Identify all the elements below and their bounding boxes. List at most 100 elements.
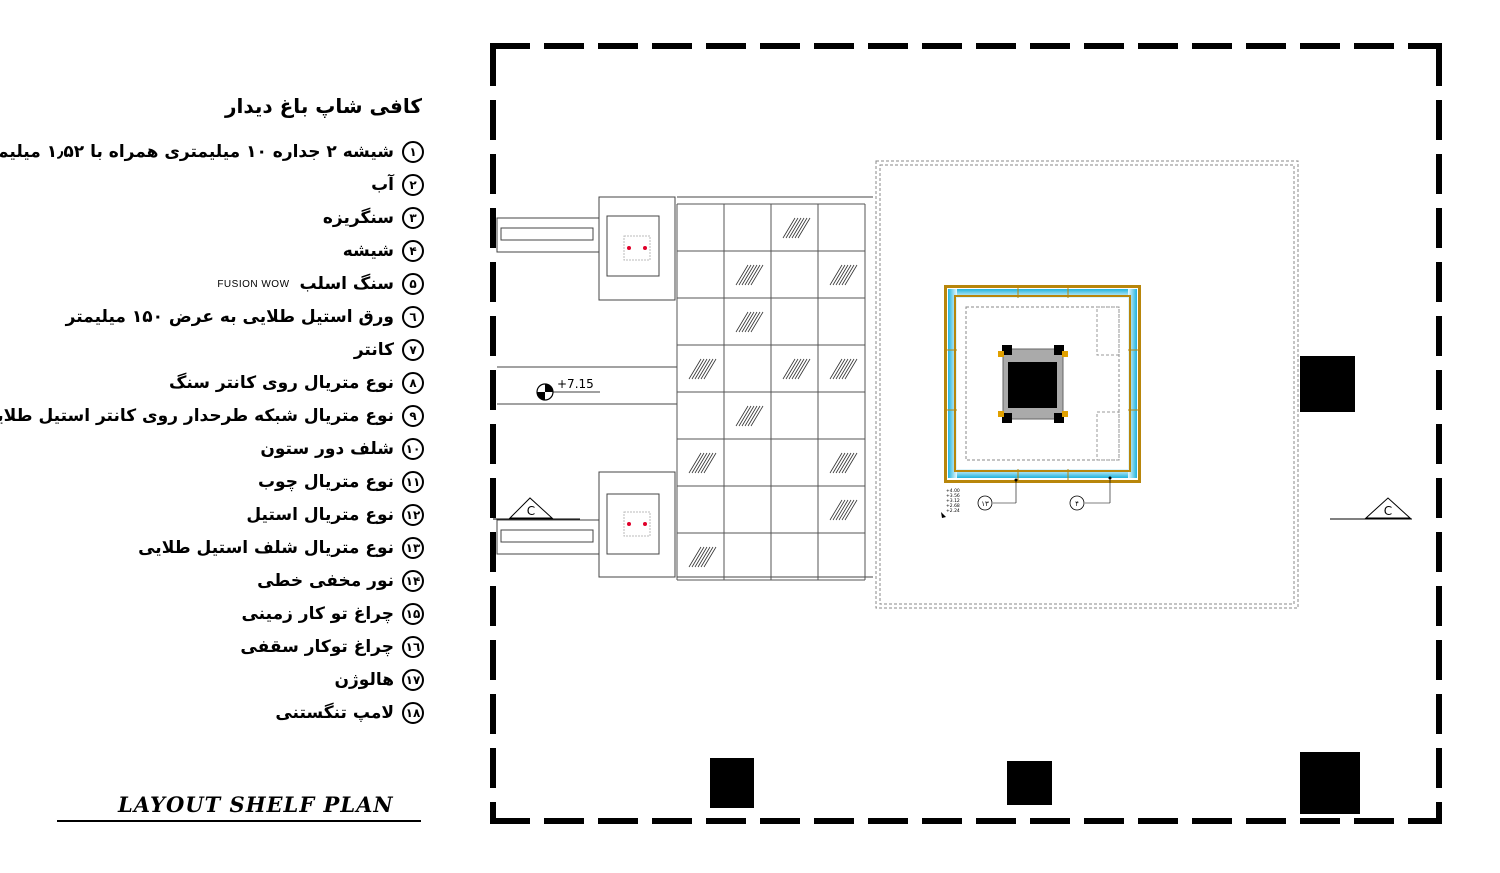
legend-item: ١٣ نوع متریال شلف استیل طلایی bbox=[138, 535, 424, 561]
tag-13: ١٣ bbox=[977, 480, 1017, 511]
legend-item: ٧ کانتر bbox=[354, 337, 424, 363]
speaker-bottom bbox=[623, 511, 651, 537]
tile-hatch bbox=[782, 217, 811, 239]
legend-item: ١۴ نور مخفی خطی bbox=[257, 568, 424, 594]
column-bottom-left bbox=[710, 758, 754, 808]
legend-number-badge: ١٧ bbox=[402, 669, 424, 691]
legend-item: ١٠ شلف دور ستون bbox=[260, 436, 424, 462]
column-bottom-right bbox=[1300, 752, 1360, 814]
tile-hatch bbox=[735, 264, 764, 286]
legend-item-text: سنگ اسلب bbox=[299, 274, 394, 294]
legend-item-text: سنگریزه bbox=[322, 208, 394, 228]
legend-number-badge: ١١ bbox=[402, 471, 424, 493]
legend-title: کافی شاپ باغ دیدار bbox=[224, 94, 422, 118]
legend-item: ٦ ورق استیل طلایی به عرض ۱۵۰ میلیمتر bbox=[66, 304, 424, 330]
legend-item: ١٢ نوع متریال استیل bbox=[246, 502, 424, 528]
counter-arm-bottom bbox=[496, 471, 676, 578]
corridor-lines bbox=[497, 196, 873, 578]
legend-item: ١٦ چراغ توکار سقفی bbox=[240, 634, 424, 660]
legend-number-badge: ۴ bbox=[402, 240, 424, 262]
legend-item-text: نوع متریال شبکه طرحدار روی کانتر استیل ط… bbox=[0, 406, 394, 426]
tile-grid bbox=[676, 203, 866, 581]
legend-item-text: نوع متریال چوب bbox=[257, 472, 394, 492]
legend-number-badge: ١٣ bbox=[402, 537, 424, 559]
elevation-marker: +7.15 bbox=[536, 377, 600, 401]
legend-item: ۴ شیشه bbox=[343, 238, 424, 264]
level-note: +2.68 bbox=[946, 503, 960, 509]
section-label-left: C bbox=[527, 504, 535, 518]
legend-item-text: نوع متریال روی کانتر سنگ bbox=[168, 373, 394, 393]
tile-hatch bbox=[782, 358, 811, 380]
tag-13-label: ١٣ bbox=[981, 500, 989, 508]
legend-number-badge: ۵ bbox=[402, 273, 424, 295]
level-note: +4.00 bbox=[946, 488, 960, 494]
legend-item: ٢ آب bbox=[371, 172, 424, 198]
legend-item-text: شیشه ۲ جداره ۱۰ میلیمتری همراه با ۱٫۵۲ م… bbox=[0, 142, 394, 162]
legend-item-text: ورق استیل طلایی به عرض ۱۵۰ میلیمتر bbox=[65, 307, 394, 327]
plan-title: LAYOUT SHELF PLAN bbox=[118, 792, 394, 817]
legend-item-text: نور مخفی خطی bbox=[257, 571, 394, 591]
level-arrow bbox=[941, 512, 946, 518]
legend-number-badge: ١ bbox=[402, 141, 424, 163]
tag-4-label: ۴ bbox=[1075, 500, 1079, 508]
level-note: +3.12 bbox=[946, 498, 960, 504]
legend-number-badge: ٣ bbox=[402, 207, 424, 229]
tile-hatch bbox=[829, 264, 858, 286]
legend-number-badge: ٩ bbox=[402, 405, 424, 427]
legend-item-note: FUSION WOW bbox=[217, 278, 290, 290]
tile-hatch bbox=[735, 405, 764, 427]
legend-number-badge: ١٢ bbox=[402, 504, 424, 526]
tile-hatch bbox=[735, 311, 764, 333]
legend-item-text: آب bbox=[371, 175, 394, 195]
legend-item-text: کانتر bbox=[353, 340, 394, 360]
central-column bbox=[998, 345, 1068, 423]
speaker-top bbox=[623, 235, 651, 261]
building-boundary bbox=[490, 43, 1442, 824]
legend-number-badge: ١٠ bbox=[402, 438, 424, 460]
legend-number-badge: ٦ bbox=[402, 306, 424, 328]
legend: کافی شاپ باغ دیدار ١ شیشه ۲ جداره ۱۰ میلی… bbox=[0, 0, 440, 873]
legend-number-badge: ١٦ bbox=[402, 636, 424, 658]
tile-hatch bbox=[829, 358, 858, 380]
tile-hatch bbox=[829, 452, 858, 474]
level-note: +2.24 bbox=[946, 508, 960, 514]
section-marker-right: C bbox=[1330, 497, 1412, 520]
column-right bbox=[1300, 356, 1355, 412]
tile-hatch bbox=[688, 358, 717, 380]
legend-item: ١٧ هالوژن bbox=[334, 667, 424, 693]
platform-outline bbox=[875, 160, 1299, 609]
counter-arm-top bbox=[496, 196, 676, 301]
level-note: +3.56 bbox=[946, 493, 960, 499]
legend-item: ١١ نوع متریال چوب bbox=[258, 469, 424, 495]
tile-hatch bbox=[829, 499, 858, 521]
legend-number-badge: ١۴ bbox=[402, 570, 424, 592]
legend-number-badge: ٧ bbox=[402, 339, 424, 361]
legend-item-text: شیشه bbox=[342, 241, 394, 261]
legend-item: ٨ نوع متریال روی کانتر سنگ bbox=[169, 370, 424, 396]
legend-item: ۵ سنگ اسلب FUSION WOW bbox=[217, 271, 424, 297]
legend-item-text: هالوژن bbox=[334, 670, 394, 690]
legend-item-text: نوع متریال استیل bbox=[246, 505, 394, 525]
tile-hatch bbox=[688, 546, 717, 568]
legend-number-badge: ١۵ bbox=[402, 603, 424, 625]
legend-item: ٣ سنگریزه bbox=[323, 205, 424, 231]
legend-number-badge: ٢ bbox=[402, 174, 424, 196]
plan-title-underline bbox=[57, 820, 421, 822]
legend-item-text: نوع متریال شلف استیل طلایی bbox=[138, 538, 394, 558]
legend-item: ١۵ چراغ تو کار زمینی bbox=[241, 601, 424, 627]
section-marker-left: C bbox=[493, 497, 580, 520]
elevation-label: +7.15 bbox=[557, 377, 594, 391]
section-label-right: C bbox=[1384, 504, 1392, 518]
level-notes: +4.00+3.56+3.12+2.68+2.24 bbox=[946, 488, 960, 514]
legend-item-text: شلف دور ستون bbox=[260, 439, 394, 459]
column-bottom-middle bbox=[1007, 761, 1052, 805]
legend-number-badge: ١٨ bbox=[402, 702, 424, 724]
tile-hatch bbox=[688, 452, 717, 474]
legend-item-text: لامپ تنگستنی bbox=[275, 703, 394, 723]
legend-item: ١ شیشه ۲ جداره ۱۰ میلیمتری همراه با ۱٫۵۲ … bbox=[0, 139, 424, 165]
legend-item-text: چراغ تو کار زمینی bbox=[241, 604, 394, 624]
legend-number-badge: ٨ bbox=[402, 372, 424, 394]
legend-item: ١٨ لامپ تنگستنی bbox=[275, 700, 424, 726]
legend-item-text: چراغ توکار سقفی bbox=[240, 637, 394, 657]
